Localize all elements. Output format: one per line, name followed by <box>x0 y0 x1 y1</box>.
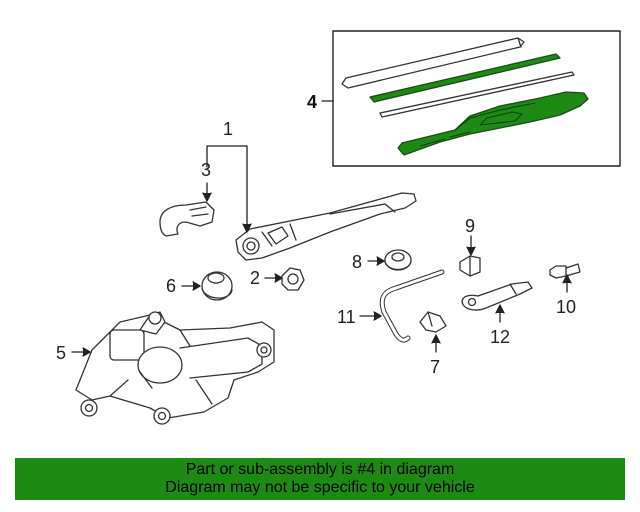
callout-6: 6 <box>166 276 176 296</box>
callout-11: 11 <box>337 307 356 327</box>
callout-2: 2 <box>250 268 260 288</box>
wiper-motor[interactable] <box>75 311 275 425</box>
banner-line-2: Diagram may not be specific to your vehi… <box>165 479 475 496</box>
blade-refill-top <box>341 37 525 89</box>
washer-hose[interactable] <box>379 269 445 343</box>
callout-7: 7 <box>430 357 440 377</box>
hose-clip[interactable] <box>419 311 447 333</box>
wiper-arm[interactable] <box>235 192 417 261</box>
washer-grommet[interactable] <box>384 249 412 271</box>
washer-nozzle[interactable] <box>459 255 481 277</box>
banner-line-1: Part or sub-assembly is #4 in diagram <box>185 461 455 478</box>
wiper-blade-inset[interactable] <box>332 30 621 167</box>
callout-8: 8 <box>352 252 362 272</box>
info-banner: Part or sub-assembly is #4 in diagram Di… <box>15 458 625 500</box>
callout-3: 3 <box>201 160 211 180</box>
callout-10: 10 <box>556 297 576 317</box>
arm-head-cover[interactable] <box>159 201 215 237</box>
motor-grommet[interactable] <box>201 271 233 301</box>
pivot-nut[interactable] <box>281 267 305 291</box>
hose-connector[interactable] <box>461 281 533 311</box>
blade-rubber-insert <box>369 53 561 103</box>
callout-1: 1 <box>223 119 233 139</box>
callout-12: 12 <box>490 327 510 347</box>
inset-frame <box>332 30 621 167</box>
callout-4: 4 <box>307 92 317 112</box>
blade-spine-strip <box>379 71 575 118</box>
callout-5: 5 <box>56 343 66 363</box>
callout-9: 9 <box>465 216 475 236</box>
mounting-bolt[interactable] <box>549 263 581 279</box>
